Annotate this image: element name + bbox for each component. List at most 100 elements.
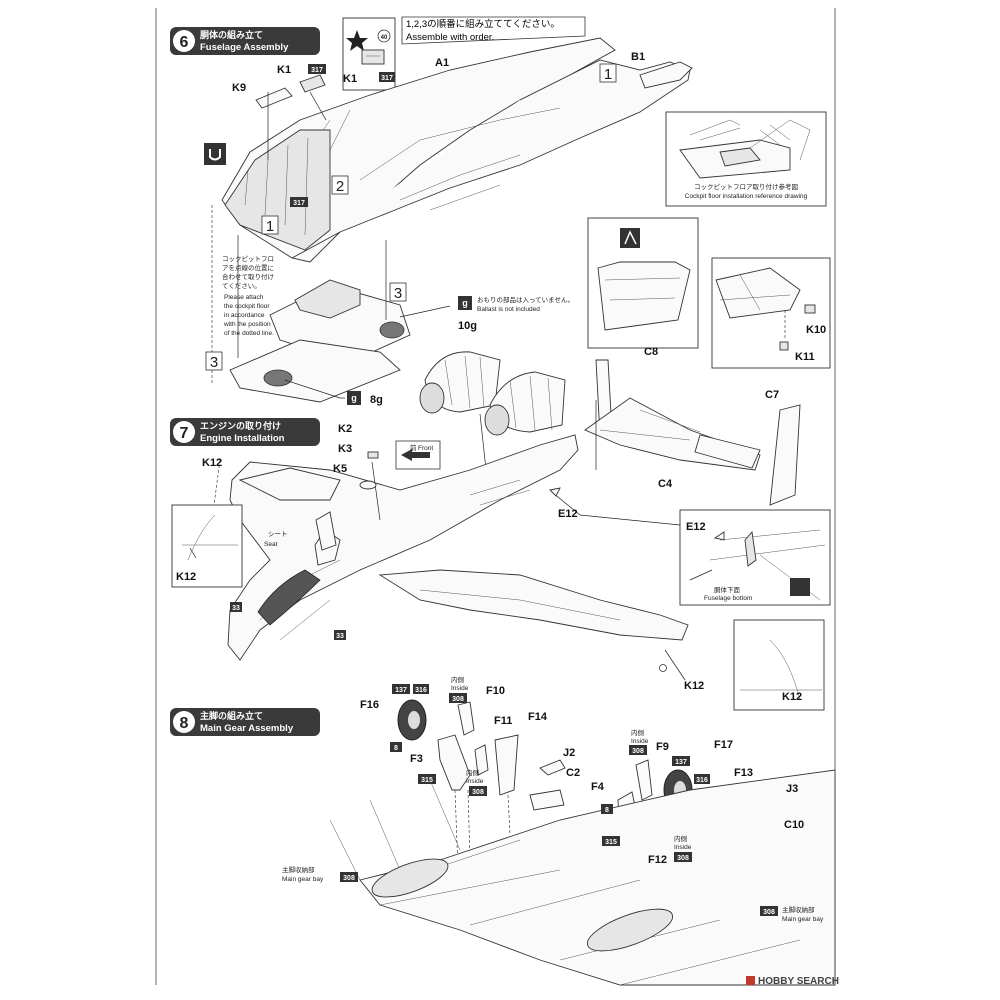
- svg-text:コックピットフロア取り付け参考図: コックピットフロア取り付け参考図: [694, 182, 798, 191]
- part-label-E12: E12: [558, 508, 578, 520]
- part-label-K1-b: K1: [343, 73, 357, 85]
- k12-detail-box-right: [733, 619, 825, 711]
- svg-text:8: 8: [394, 745, 398, 752]
- part-label-C8: C8: [644, 346, 658, 358]
- main-gear-left-drawing: [397, 699, 566, 871]
- section-title-en: Fuselage Assembly: [200, 42, 289, 53]
- part-label-K3: K3: [338, 443, 352, 455]
- svg-text:8: 8: [605, 807, 609, 814]
- svg-text:合わせて取り付け: 合わせて取り付け: [222, 272, 274, 281]
- part-label-K1: K1: [277, 64, 291, 76]
- footer-brand: HOBBY SEARCH: [746, 976, 839, 987]
- svg-text:317: 317: [293, 200, 305, 207]
- svg-text:33: 33: [232, 605, 240, 612]
- fuselage-drawing: [221, 37, 693, 263]
- svg-text:308: 308: [452, 696, 464, 703]
- attach-note: コックピットフロ アを点線の位置に 合わせて取り付け てください。 Please…: [222, 255, 274, 337]
- svg-text:308: 308: [763, 909, 775, 916]
- part-label-F12: F12: [648, 854, 667, 866]
- part-label-K10: K10: [806, 324, 826, 336]
- svg-text:HOBBY SEARCH: HOBBY SEARCH: [758, 976, 839, 987]
- svg-text:内側: 内側: [466, 768, 480, 777]
- svg-text:137: 137: [675, 759, 687, 766]
- part-label-F3: F3: [410, 753, 423, 765]
- weight-8g: 8g: [370, 394, 383, 406]
- part-label-F9: F9: [656, 741, 669, 753]
- svg-text:316: 316: [415, 687, 427, 694]
- svg-text:308: 308: [632, 748, 644, 755]
- svg-text:てください。: てください。: [222, 282, 261, 290]
- part-label-K12-top: K12: [202, 457, 222, 469]
- seat-drawing: シート Seat 33 33: [230, 511, 346, 640]
- section-6-header: 6 胴体の組み立て Fuselage Assembly: [170, 27, 320, 55]
- part-label-F16: F16: [360, 699, 379, 711]
- step-markers: 1 2 1 3 3: [205, 63, 617, 371]
- part-label-F13: F13: [734, 767, 753, 779]
- svg-text:1: 1: [604, 66, 612, 83]
- star-callout: 40 317: [342, 17, 396, 91]
- svg-text:of the dotted line.: of the dotted line.: [224, 330, 274, 337]
- svg-text:内側: 内側: [451, 675, 465, 684]
- part-label-J2: J2: [563, 747, 575, 759]
- svg-text:308: 308: [343, 875, 355, 882]
- svg-text:316: 316: [696, 777, 708, 784]
- svg-text:g: g: [462, 298, 468, 308]
- svg-text:g: g: [351, 393, 357, 403]
- part-label-K12-bottom: K12: [684, 680, 704, 692]
- svg-text:in accordance: in accordance: [224, 312, 265, 319]
- svg-text:137: 137: [395, 687, 407, 694]
- front-arrow-icon: 前 Front: [395, 440, 441, 470]
- engine-pods-drawing: [419, 351, 566, 489]
- k12-detail-box-left: [171, 504, 243, 588]
- cement-icon: [204, 143, 226, 165]
- k10-detail-box: [711, 257, 831, 369]
- svg-text:Ballast is not included: Ballast is not included: [477, 306, 540, 313]
- part-label-F10: F10: [486, 685, 505, 697]
- part-label-A1: A1: [435, 57, 449, 69]
- ballast-callout-10g: g おもりの部品は入っていません。 Ballast is not include…: [458, 295, 574, 332]
- part-label-C7: C7: [765, 389, 779, 401]
- svg-text:2: 2: [336, 178, 344, 195]
- svg-text:前: 前: [410, 443, 417, 452]
- part-label-K9: K9: [232, 82, 246, 94]
- part-label-F14: F14: [528, 711, 548, 723]
- part-label-K2: K2: [338, 423, 352, 435]
- part-label-C4: C4: [658, 478, 673, 490]
- part-label-B1: B1: [631, 51, 645, 63]
- weight-10g: 10g: [458, 320, 477, 332]
- svg-text:3: 3: [394, 285, 402, 302]
- svg-text:Inside: Inside: [466, 778, 484, 785]
- tail-assembly-drawing: [584, 217, 801, 506]
- part-label-F4: F4: [591, 781, 605, 793]
- wing-underside-drawing: [329, 769, 836, 986]
- star-icon: [346, 30, 368, 51]
- part-label-F17: F17: [714, 739, 733, 751]
- svg-text:308: 308: [677, 855, 689, 862]
- svg-text:胴体下面: 胴体下面: [714, 585, 741, 594]
- section-number: 6: [180, 34, 189, 51]
- part-label-C2: C2: [566, 767, 580, 779]
- svg-text:Main Gear Assembly: Main Gear Assembly: [200, 723, 294, 734]
- svg-text:おもりの部品は入っていません。: おもりの部品は入っていません。: [477, 295, 574, 304]
- part-label-C10: C10: [784, 819, 804, 831]
- svg-text:the cockpit floor: the cockpit floor: [224, 303, 270, 310]
- order-note-jp: 1,2,3の順番に組み立ててください。: [406, 18, 560, 30]
- svg-text:Please attach: Please attach: [224, 294, 264, 301]
- fuselage-bottom-box: 胴体下面 Fuselage bottom: [679, 509, 831, 606]
- section-8-header: 8 主脚の組み立て Main Gear Assembly: [170, 708, 320, 736]
- svg-text:317: 317: [311, 67, 323, 74]
- svg-text:33: 33: [336, 633, 344, 640]
- svg-text:Seat: Seat: [264, 541, 278, 548]
- svg-text:Main gear bay: Main gear bay: [282, 876, 324, 883]
- weight-icon: [347, 391, 361, 405]
- svg-text:主脚収納部: 主脚収納部: [282, 865, 315, 874]
- svg-text:Fuselage bottom: Fuselage bottom: [704, 595, 752, 602]
- svg-text:内側: 内側: [631, 728, 645, 737]
- part-label-E12-box: E12: [686, 521, 706, 533]
- section-7-header: 7 エンジンの取り付け Engine Installation: [170, 418, 320, 446]
- svg-text:コックピットフロ: コックピットフロ: [222, 255, 274, 263]
- part-label-K12-box-right: K12: [782, 691, 802, 703]
- svg-text:315: 315: [605, 839, 617, 846]
- svg-text:1: 1: [266, 218, 274, 235]
